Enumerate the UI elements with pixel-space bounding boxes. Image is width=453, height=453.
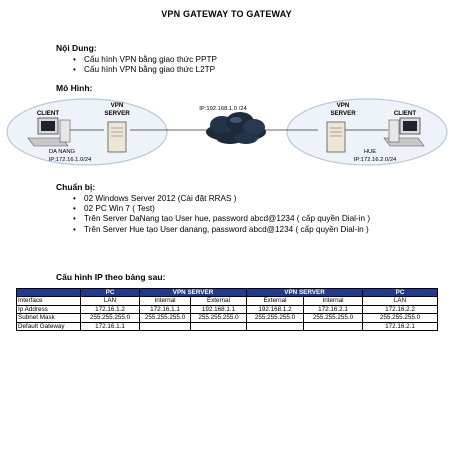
table-cell: 172.16.1.2 (80, 304, 140, 315)
list-item: Cấu hình VPN bằng giao thức PPTP (71, 55, 371, 65)
vpn-server-icon-left (107, 121, 127, 153)
table-cell: External (246, 296, 305, 306)
table-cell: 255.255.255.0 (362, 313, 439, 323)
table-cell: VPN SERVER (246, 287, 364, 298)
table-row: Subnet Mask 255.255.255.0 255.255.255.0 … (16, 313, 439, 323)
site-label-right: HUE (364, 149, 376, 155)
table-cell: VPN SERVER (138, 287, 248, 298)
ip-table-heading: Cấu hình IP theo bảng sau: (56, 272, 166, 282)
table-cell: 172.16.2.2 (362, 304, 439, 315)
table-cell: Interface (16, 296, 81, 306)
table-cell: 255.255.255.0 (80, 313, 140, 323)
client-pc-icon-left (27, 117, 71, 147)
table-row: Default Gateway 172.16.1.1 172.16.2.1 (16, 321, 439, 332)
prepare-list: 02 Windows Server 2012 (Cài đặt RRAS ) 0… (71, 194, 389, 235)
hue-network-ellipse (286, 98, 448, 166)
site-label-left: DA NANG (49, 149, 76, 155)
server-label-right-2: SERVER (330, 110, 356, 117)
list-item: Cấu hình VPN bằng giao thức L2TP (71, 65, 371, 75)
list-item: 02 Windows Server 2012 (Cài đặt RRAS ) (71, 194, 389, 204)
content-list: Cấu hình VPN bằng giao thức PPTP Cấu hìn… (71, 55, 371, 76)
page-title: VPN GATEWAY TO GATEWAY (161, 9, 292, 19)
table-cell: 172.16.1.1 (80, 321, 140, 332)
table-row: Interface LAN Internal External External… (16, 296, 439, 306)
table-cell: Internal (303, 296, 364, 306)
danang-network-ellipse (6, 98, 168, 166)
table-cell: LAN (80, 296, 140, 306)
prepare-heading: Chuẩn bị: (56, 182, 96, 192)
table-cell: 172.16.2.1 (362, 321, 439, 332)
table-cell: External (189, 296, 248, 306)
server-label-left-2: SERVER (104, 110, 130, 117)
list-item: 02 PC Win 7 ( Test) (71, 204, 389, 214)
table-cell: Default Gateway (16, 321, 81, 332)
client-pc-icon-right (383, 117, 425, 147)
network-diagram: CLIENT VPN SERVER DA NANG IP:172.16.1.0/… (6, 98, 448, 166)
content-heading: Nội Dung: (56, 43, 97, 53)
table-cell: 192.168.1.1 (189, 304, 248, 315)
table-cell: 172.16.2.1 (303, 304, 364, 315)
table-cell: 255.255.255.0 (303, 313, 364, 323)
table-row: Ip Address 172.16.1.2 172.16.1.1 192.168… (16, 304, 439, 315)
network-label-right: IP:172.16.2.0/24 (354, 157, 397, 163)
table-cell: PC (80, 287, 140, 298)
table-group-header-row: PC VPN SERVER VPN SERVER PC (16, 287, 439, 298)
table-cell: 255.255.255.0 (189, 313, 248, 323)
table-cell: Internal (139, 296, 191, 306)
table-cell: 255.255.255.0 (246, 313, 305, 323)
table-cell (139, 321, 191, 332)
list-item: Trên Server Hue tạo User danang, passwor… (71, 225, 389, 235)
internet-cloud-icon (206, 112, 266, 144)
table-cell: Ip Address (16, 304, 81, 315)
vpn-server-icon-right (326, 121, 346, 153)
table-cell: Subnet Mask (16, 313, 81, 323)
network-label-left: IP:172.16.1.0/24 (49, 157, 92, 163)
list-item: Trên Server DaNang tạo User hue, passwor… (71, 214, 389, 224)
table-cell: PC (362, 287, 439, 298)
table-cell: 172.16.1.1 (139, 304, 191, 315)
table-cell (246, 321, 305, 332)
diagram-heading: Mô Hình: (56, 83, 93, 93)
ip-config-table: PC VPN SERVER VPN SERVER PC Interface LA… (16, 287, 439, 332)
table-cell: 255.255.255.0 (139, 313, 191, 323)
cloud-network-label: IP:192.168.1.0 /24 (199, 106, 247, 112)
client-label-right: CLIENT (394, 110, 417, 117)
table-cell (189, 321, 248, 332)
table-cell: LAN (362, 296, 439, 306)
table-cell (303, 321, 364, 332)
client-label-left: CLIENT (37, 110, 60, 117)
server-label-left-1: VPN (111, 102, 124, 109)
table-cell: 192.168.1.2 (246, 304, 305, 315)
table-cell (16, 287, 81, 298)
server-label-right-1: VPN (337, 102, 350, 109)
